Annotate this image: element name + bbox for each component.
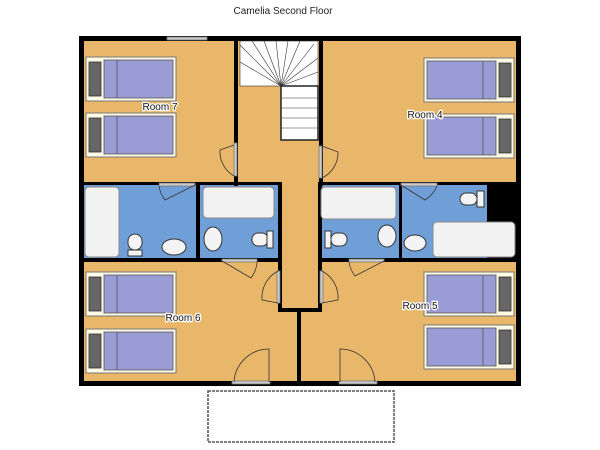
bed: [85, 112, 177, 158]
bed: [423, 57, 515, 103]
balcony: [207, 390, 395, 443]
window: [166, 36, 208, 41]
bed: [85, 56, 177, 102]
hallway-lower: [282, 260, 319, 308]
bed: [85, 271, 177, 317]
doors[interactable]: [158, 142, 438, 385]
staircase: [239, 40, 319, 141]
room-7-label: Room 7: [142, 102, 177, 113]
room-5-label: Room 5: [402, 301, 437, 312]
room-6-label: Room 6: [165, 313, 200, 324]
bathroom-fixtures: [84, 186, 516, 258]
bed: [85, 328, 177, 374]
room-4-label: Room 4: [407, 110, 442, 121]
bed: [423, 324, 515, 370]
plan-title: Camelia Second Floor: [234, 6, 334, 17]
shaft: [487, 185, 516, 215]
